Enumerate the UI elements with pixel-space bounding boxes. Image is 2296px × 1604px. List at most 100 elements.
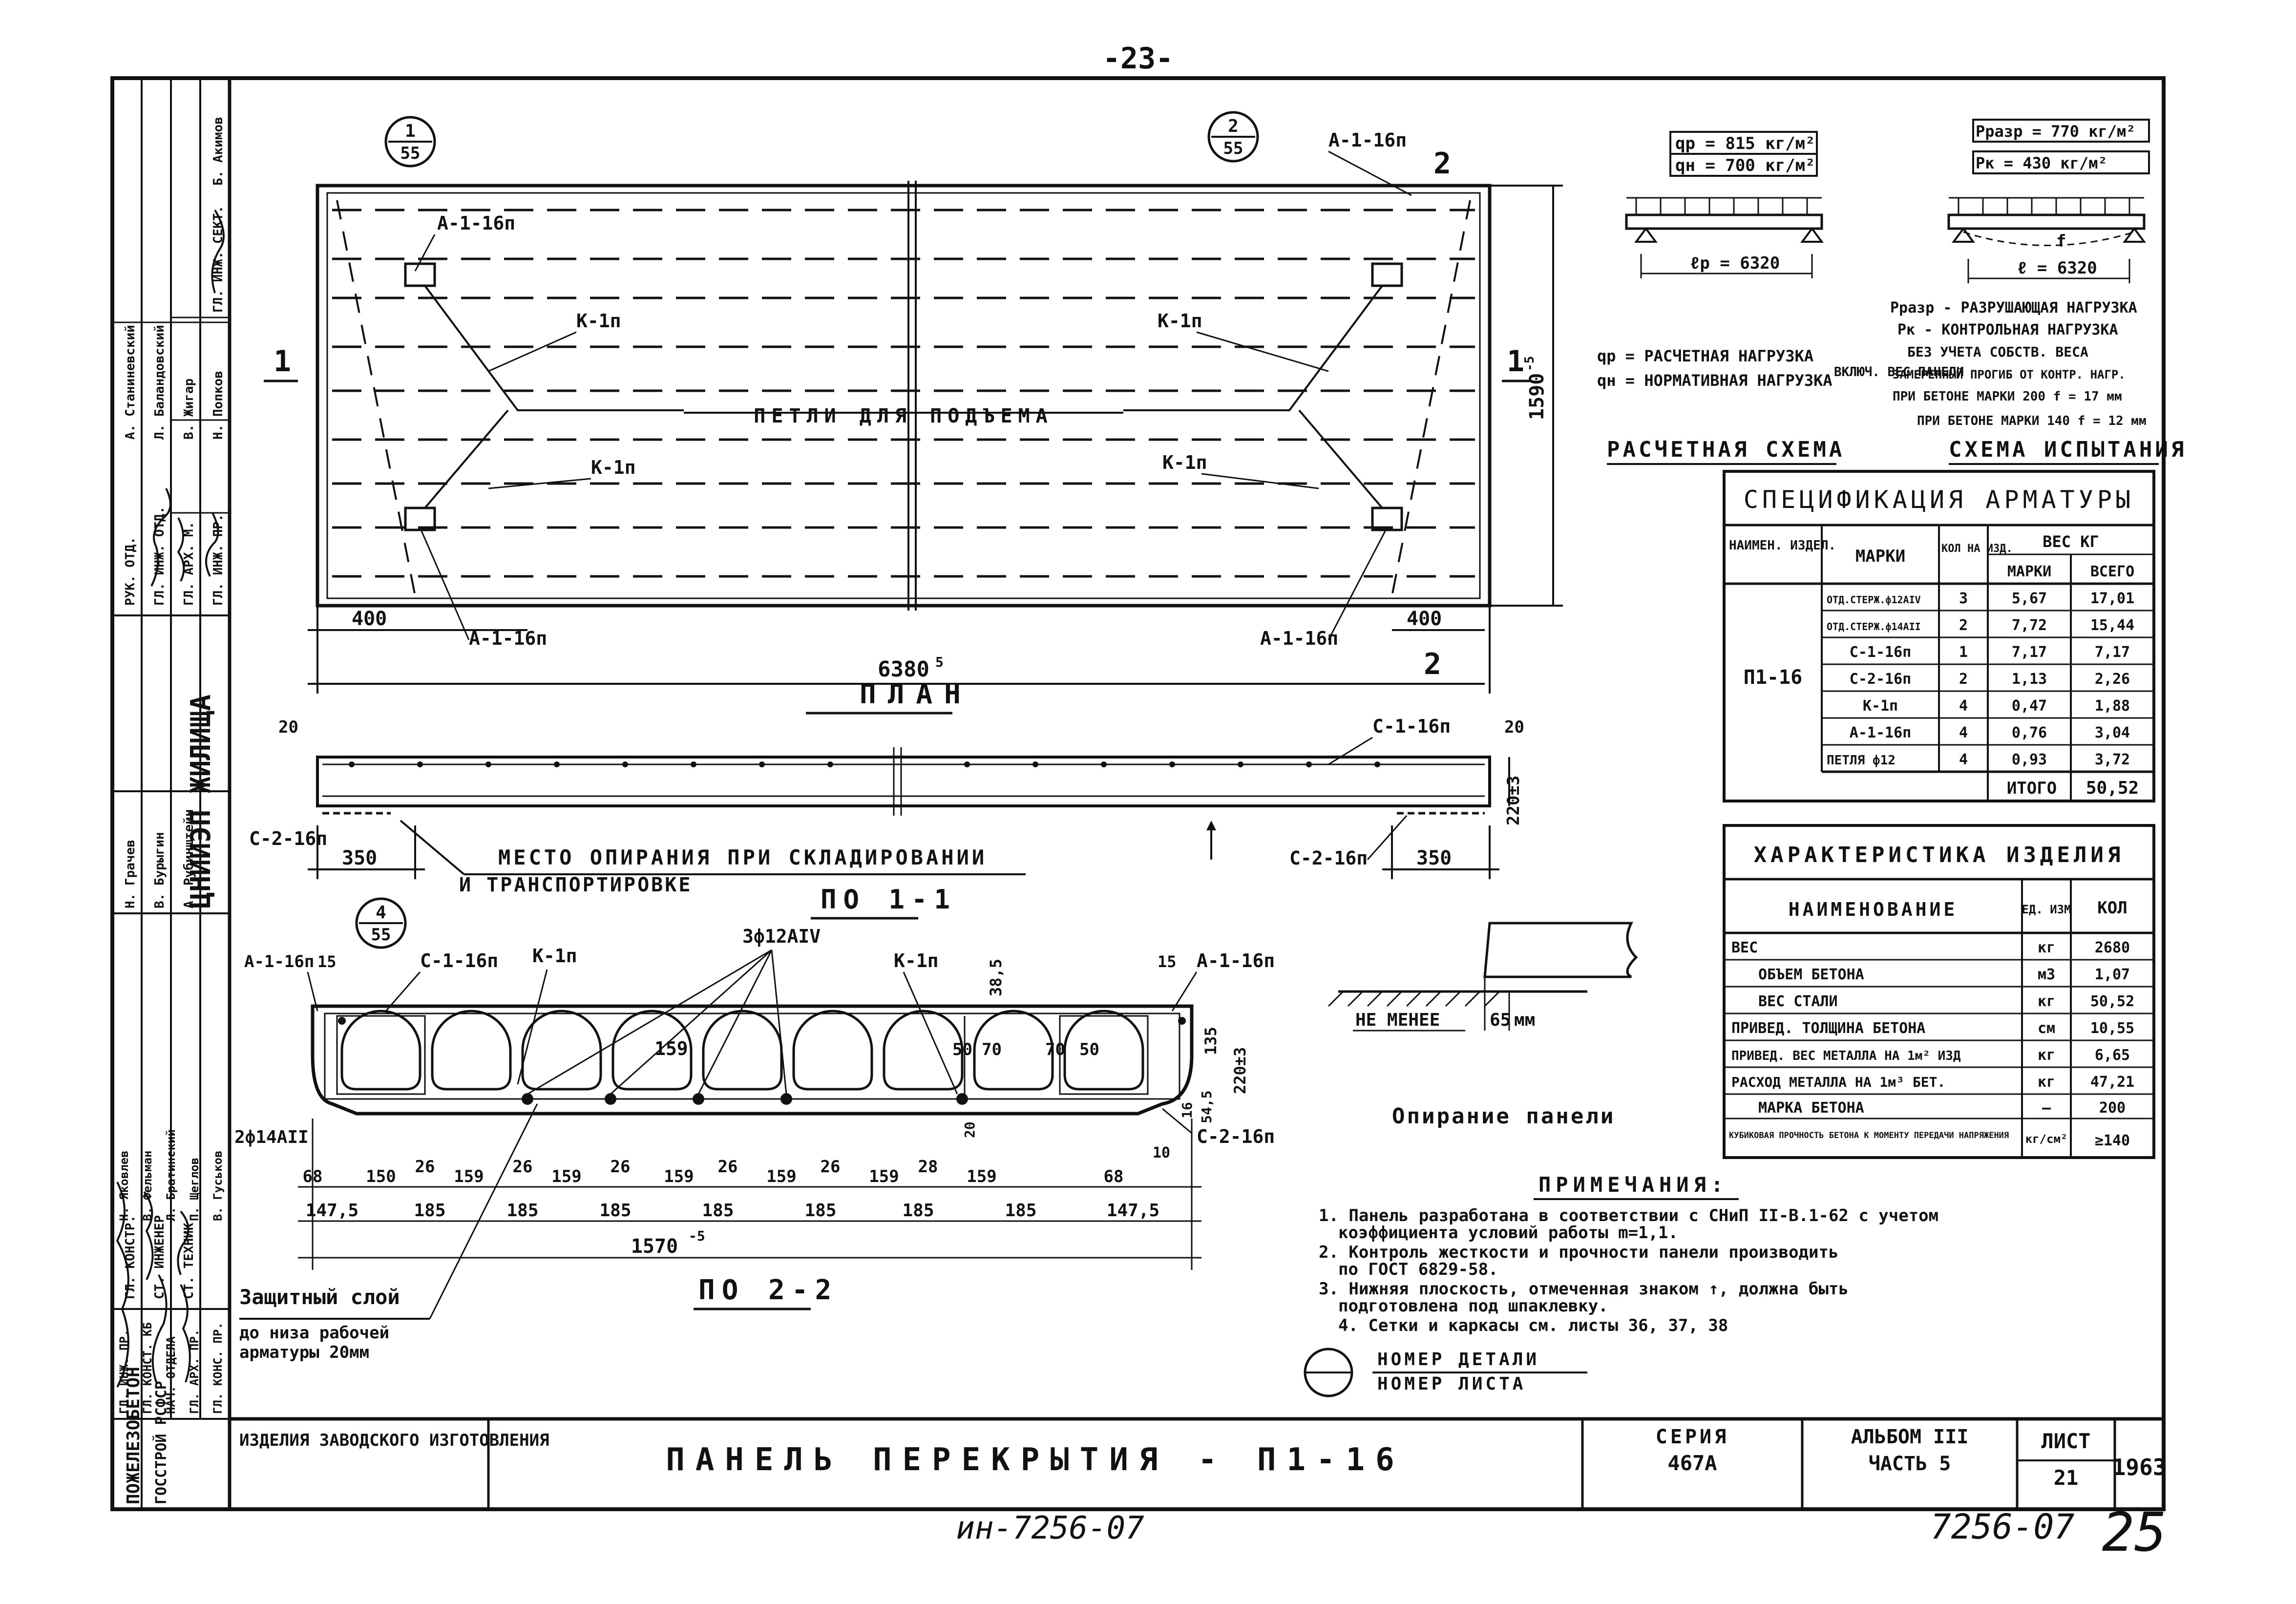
plan-callout: К-1п bbox=[1162, 452, 1207, 473]
spec-h-qty: КОЛ НА ИЗД. bbox=[1941, 543, 2013, 555]
char-row-val: 10,55 bbox=[2090, 1020, 2134, 1037]
stamp-name: Л. Баландовский bbox=[152, 325, 167, 440]
s11-dim-350-left: 350 bbox=[342, 847, 377, 869]
spec-row-w: 7,72 bbox=[2012, 617, 2047, 634]
s22-dim-row1: 159 bbox=[869, 1167, 899, 1186]
s11-dim-350-right: 350 bbox=[1416, 847, 1452, 869]
char-row-name: ОБЪЕМ БЕТОНА bbox=[1758, 966, 1864, 983]
s22-inner-70-a: 70 bbox=[982, 1040, 1002, 1059]
stamp-role: НАЧ. ОТДЕЛА bbox=[164, 1336, 178, 1414]
char-row-val: 2680 bbox=[2095, 939, 2130, 956]
spec-row-mark: ОТД.СТЕРЖ.ф12АIV bbox=[1827, 594, 1921, 606]
support-label: НЕ МЕНЕЕ bbox=[1355, 1010, 1440, 1030]
s22-dim-row2: 147,5 bbox=[1107, 1201, 1159, 1221]
calc-title: РАСЧЕТНАЯ СХЕМА bbox=[1607, 437, 1845, 462]
signature-marks bbox=[116, 209, 225, 1388]
char-row-unit: кг bbox=[2038, 1047, 2055, 1064]
support-title: Опирание панели bbox=[1392, 1104, 1615, 1129]
notes-line: 1. Панель разработана в соответствии с С… bbox=[1319, 1206, 1938, 1225]
stamp-name: А. Станиневский bbox=[123, 325, 138, 440]
spec-row-mark: С-2-16п bbox=[1850, 671, 1911, 688]
spec-row-mark: ПЕТЛЯ ф12 bbox=[1827, 753, 1896, 768]
char-h-unit: ЕД. ИЗМ bbox=[2022, 903, 2071, 916]
test-p-break: Рразр = 770 кг/м² bbox=[1976, 122, 2136, 141]
s22-dim-row1: 28 bbox=[918, 1157, 938, 1177]
s22-title: ПО 2-2 bbox=[698, 1274, 838, 1306]
s11-label-c1: С-1-16п bbox=[1372, 716, 1451, 737]
test-legend-6: ПРИ БЕТОНЕ МАРКИ 140 f = 12 мм bbox=[1917, 414, 2147, 428]
spec-row-w: 7,17 bbox=[2012, 644, 2047, 661]
char-row-name: МАРКА БЕТОНА bbox=[1758, 1099, 1864, 1117]
char-row-name: ПРИВЕД. ТОЛЩИНА БЕТОНА bbox=[1731, 1020, 1925, 1037]
spec-h-weight-mark: МАРКИ bbox=[2007, 563, 2051, 580]
s22-label-a-left: А-1-16п bbox=[244, 952, 314, 971]
plan-dim-left: 400 bbox=[352, 608, 387, 630]
test-legend-5: ПРИ БЕТОНЕ МАРКИ 200 f = 17 мм bbox=[1893, 389, 2122, 404]
s22-dim-16: 16 bbox=[1179, 1102, 1195, 1119]
tb-year: 1963 bbox=[2112, 1454, 2167, 1480]
s22-dim-row2: 185 bbox=[1005, 1201, 1036, 1221]
title-block: ИЗДЕЛИЯ ЗАВОДСКОГО ИЗГОТОВЛЕНИЯ ПАНЕЛЬ П… bbox=[239, 1419, 2166, 1509]
stamp-org-logo: ЦНИИЭП ЖИЛИЩА bbox=[185, 695, 217, 908]
notes-line: 3. Нижняя плоскость, отмеченная знаком ↑… bbox=[1319, 1279, 1849, 1299]
tb-left: ИЗДЕЛИЯ ЗАВОДСКОГО ИЗГОТОВЛЕНИЯ bbox=[239, 1431, 549, 1450]
s22-dim-row2: 185 bbox=[902, 1201, 934, 1221]
spec-row-total: 15,44 bbox=[2090, 617, 2134, 634]
spec-row-qty: 2 bbox=[1959, 617, 1968, 634]
char-row-val: 47,21 bbox=[2090, 1074, 2134, 1091]
spec-row-qty: 4 bbox=[1959, 751, 1968, 768]
spec-h-weight: ВЕС КГ bbox=[2043, 532, 2099, 551]
char-table: ХАРАКТЕРИСТИКА ИЗДЕЛИЯ НАИМЕНОВАНИЕ ЕД. … bbox=[1723, 824, 2155, 1159]
plan-section-1-right: 1 bbox=[1507, 344, 1524, 379]
notes-line: по ГОСТ 6829-58. bbox=[1338, 1260, 1498, 1279]
plan-view: ПЕТЛИ ДЛЯ ПОДЪЕМА А-1-16п А-1-16п А-1-16… bbox=[264, 111, 1563, 715]
plan-callout: А-1-16п bbox=[1328, 129, 1407, 151]
sheet-frame bbox=[110, 76, 2166, 1511]
s22-dim-row1: 68 bbox=[1104, 1167, 1124, 1186]
test-p-control: Рк = 430 кг/м² bbox=[1976, 154, 2107, 172]
stamp-org-2: ГОССТРОЙ РСФСР bbox=[152, 1381, 170, 1504]
stamp-org-1: ПОЖЕЛЕЗОБЕТОН bbox=[124, 1367, 144, 1504]
stamp-name: В. Гуськов bbox=[211, 1151, 225, 1222]
spec-row-w: 0,47 bbox=[2012, 697, 2047, 715]
s22-dim-row1: 159 bbox=[551, 1167, 581, 1186]
stamp-role: СТ. ИНЖЕНЕР bbox=[152, 1215, 167, 1299]
spec-row-qty: 1 bbox=[1959, 644, 1968, 661]
test-legend-1: Рразр - РАЗРУШАЮЩАЯ НАГРУЗКА bbox=[1890, 299, 2137, 317]
plan-section-2-top: 2 bbox=[1433, 147, 1451, 181]
plan-callout: А-1-16п bbox=[1260, 628, 1338, 649]
char-row-val: ≥140 bbox=[2095, 1132, 2130, 1149]
s22-dim-row2: 185 bbox=[414, 1201, 445, 1221]
plan-dim-width: 1590 bbox=[1526, 373, 1548, 420]
s22-dim-row2: 185 bbox=[702, 1201, 734, 1221]
stamp-name: Н. Попков bbox=[211, 371, 226, 440]
char-h-name: НАИМЕНОВАНИЕ bbox=[1789, 899, 1958, 920]
test-legend-4: ЗАМЕРЕННЫЙ ПРОГИБ ОТ КОНТР. НАГР. bbox=[1893, 367, 2126, 381]
s22-label-bars: 3ф12АIV bbox=[742, 926, 821, 947]
char-row-name: КУБИКОВАЯ ПРОЧНОСТЬ БЕТОНА К МОМЕНТУ ПЕР… bbox=[1729, 1131, 2009, 1140]
char-row-val: 50,52 bbox=[2090, 993, 2134, 1010]
plan-circle-1-top: 1 bbox=[405, 121, 416, 141]
s22-dim-row1: 159 bbox=[967, 1167, 996, 1186]
spec-row-total: 1,88 bbox=[2095, 697, 2130, 715]
calc-scheme: qр = 815 кг/м² qн = 700 кг/м² ℓр = 6320 … bbox=[1597, 131, 1964, 465]
spec-row-mark: К-1п bbox=[1863, 697, 1898, 715]
char-row-name: ПРИВЕД. ВЕС МЕТАЛЛА НА 1м² ИЗД bbox=[1731, 1049, 1961, 1063]
notes-legend-bottom: НОМЕР ЛИСТА bbox=[1377, 1374, 1526, 1394]
stamp-name: В. Жигар bbox=[182, 379, 196, 440]
stamp-role: ГЛ. АРХ. ПР. bbox=[188, 1330, 201, 1414]
plan-callout: К-1п bbox=[1158, 310, 1202, 332]
s22-dim-row2: 147,5 bbox=[306, 1201, 358, 1221]
notes-title: ПРИМЕЧАНИЯ: bbox=[1538, 1173, 1728, 1197]
s22-total-width-tol: -5 bbox=[689, 1228, 705, 1244]
s22-inner-50-b: 50 bbox=[1079, 1040, 1099, 1059]
plan-title: ПЛАН bbox=[860, 678, 972, 710]
char-row-unit: кг bbox=[2038, 993, 2055, 1010]
stamp-name: Б. Акимов bbox=[211, 117, 226, 186]
char-row-unit: кг bbox=[2038, 1074, 2055, 1091]
s11-label-c2-left: С-2-16п bbox=[249, 828, 327, 849]
tb-album: АЛЬБОМ III bbox=[1851, 1426, 1969, 1448]
s22-dim-10: 10 bbox=[1153, 1144, 1170, 1161]
plan-circle-2-top: 2 bbox=[1228, 116, 1239, 136]
s11-support-note-2: И ТРАНСПОРТИРОВКЕ bbox=[459, 874, 692, 896]
